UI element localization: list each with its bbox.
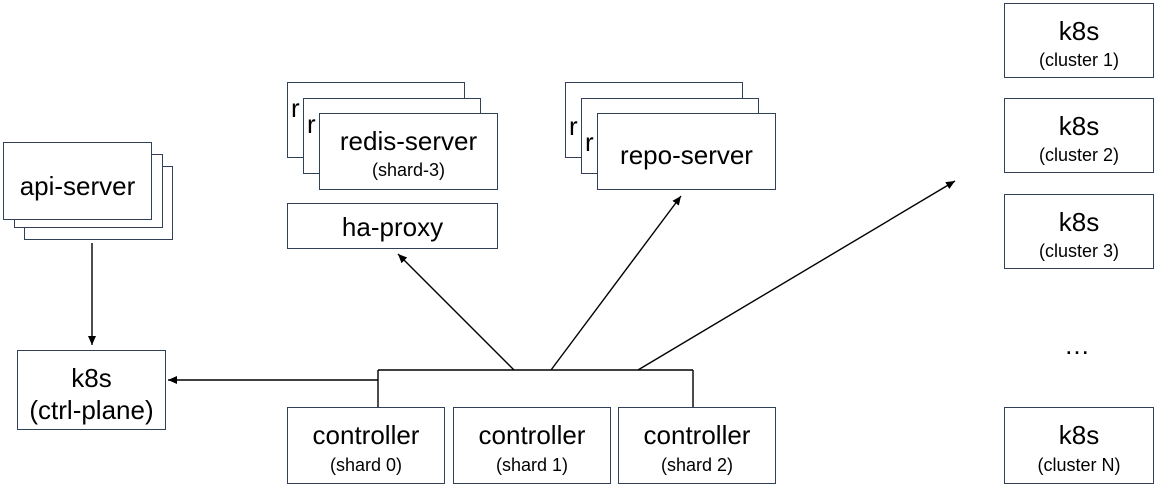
ha-proxy-node: ha-proxy <box>287 203 498 249</box>
redis-server-title: redis-server <box>339 126 478 156</box>
controller-0-title: controller <box>312 420 420 450</box>
k8s-ctrl-plane-node: k8s (ctrl-plane) <box>17 350 166 430</box>
ha-proxy-label: ha-proxy <box>341 212 444 242</box>
api-server-label: api-server <box>19 171 136 201</box>
controller-shard-1: controller (shard 1) <box>453 407 611 484</box>
k8s-cluster-3: k8s (cluster 3) <box>1004 194 1154 269</box>
cluster-1-subtitle: (cluster 1) <box>1038 50 1119 70</box>
k8s-ctrl-plane-subtitle: (ctrl-plane) <box>29 395 154 425</box>
controller-2-title: controller <box>643 420 751 450</box>
edge-to-repo-server <box>550 195 682 371</box>
controller-shard-0: controller (shard 0) <box>287 407 445 484</box>
controller-1-title: controller <box>478 420 586 450</box>
cluster-3-title: k8s <box>1058 207 1100 237</box>
repo-server-stack-peek-middle: r <box>585 127 594 157</box>
redis-server-node: redis-server (shard-3) <box>319 113 498 190</box>
controller-shard-2: controller (shard 2) <box>618 407 776 484</box>
cluster-1-title: k8s <box>1058 16 1100 46</box>
k8s-cluster-1: k8s (cluster 1) <box>1004 3 1154 78</box>
cluster-n-title: k8s <box>1058 420 1100 450</box>
repo-server-node: repo-server <box>597 113 776 190</box>
k8s-cluster-n: k8s (cluster N) <box>1004 407 1154 484</box>
redis-server-stack-peek-middle: r <box>307 109 316 139</box>
redis-server-subtitle: (shard-3) <box>371 160 446 180</box>
api-server-node: api-server <box>3 142 152 220</box>
redis-server-stack-peek-back: r <box>291 93 300 123</box>
controller-1-subtitle: (shard 1) <box>495 455 569 475</box>
k8s-cluster-2: k8s (cluster 2) <box>1004 98 1154 173</box>
repo-server-label: repo-server <box>620 140 753 170</box>
cluster-2-title: k8s <box>1058 111 1100 141</box>
cluster-3-subtitle: (cluster 3) <box>1038 241 1119 261</box>
controller-2-subtitle: (shard 2) <box>660 455 734 475</box>
cluster-n-subtitle: (cluster N) <box>1037 455 1121 475</box>
cluster-2-subtitle: (cluster 2) <box>1038 145 1119 165</box>
edge-to-clusters <box>637 180 956 371</box>
clusters-ellipsis: … <box>1064 330 1090 360</box>
edge-to-ha-proxy <box>397 253 515 371</box>
controller-0-subtitle: (shard 0) <box>329 455 403 475</box>
k8s-ctrl-plane-title: k8s <box>71 363 112 393</box>
repo-server-stack-peek-back: r <box>569 111 578 141</box>
